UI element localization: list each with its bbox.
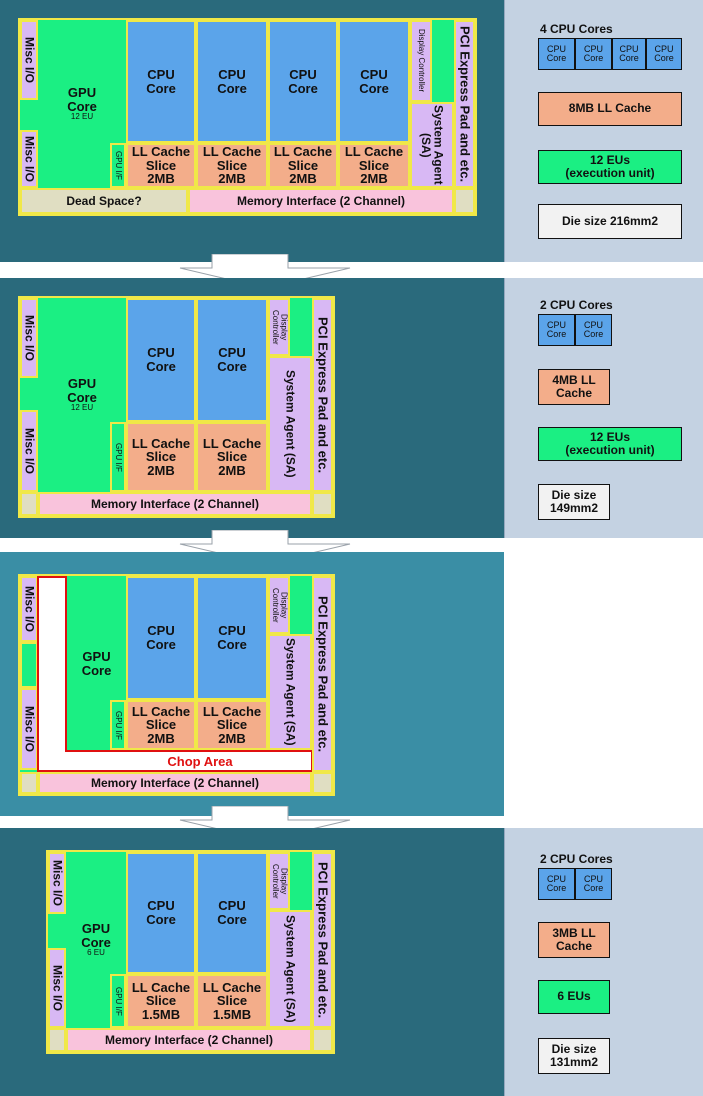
misc-io-bottom: Misc I/O	[48, 948, 66, 1028]
memory-interface: Memory Interface (2 Channel)	[188, 188, 454, 214]
corner-pad	[312, 492, 333, 516]
legend-die-size: Die size 216mm2	[538, 204, 682, 239]
legend-cores-title: 2 CPU Cores	[540, 852, 613, 866]
gpu-interface: GPU I/F	[110, 143, 126, 188]
system-agent: System Agent (SA)	[268, 356, 312, 492]
gpu-interface: GPU I/F	[110, 974, 126, 1028]
misc-io-bottom: Misc I/O	[20, 410, 38, 492]
legend-eus: 12 EUs(execution unit)	[538, 150, 682, 184]
legend-eus: 12 EUs(execution unit)	[538, 427, 682, 461]
misc-io-bottom: Misc I/O	[20, 688, 38, 770]
corner-pad	[20, 772, 38, 794]
gpu-interface: GPU I/F	[110, 422, 126, 492]
corner-pad	[454, 188, 475, 214]
memory-interface: Memory Interface (2 Channel)	[66, 1028, 312, 1052]
misc-io-top: Misc I/O	[20, 20, 38, 100]
misc-io-bottom: Misc I/O	[20, 130, 38, 188]
gpu-strip	[20, 642, 38, 688]
legend-eus: 6 EUs	[538, 980, 610, 1014]
chop-area-inner	[65, 576, 67, 752]
system-agent: System Agent (SA)	[268, 634, 312, 750]
misc-io-top: Misc I/O	[20, 576, 38, 642]
chop-area	[37, 576, 67, 772]
corner-pad	[20, 492, 38, 516]
memory-interface: Memory Interface (2 Channel)	[38, 492, 312, 516]
gpu-interface: GPU I/F	[110, 700, 126, 750]
display-controller: Display Controller	[268, 576, 290, 634]
display-controller: Display Controller	[410, 20, 432, 102]
memory-interface: Memory Interface (2 Channel)	[38, 772, 312, 794]
pci-express-pad: PCI Express Pad and etc.	[312, 298, 333, 492]
chop-area-label: Chop Area	[167, 754, 233, 769]
chop-area-inner-h	[65, 750, 313, 752]
corner-pad	[48, 1028, 66, 1052]
dead-space: Dead Space?	[20, 188, 188, 214]
pci-express-pad: PCI Express Pad and etc.	[454, 20, 475, 188]
legend-cores-title: 4 CPU Cores	[540, 22, 613, 36]
system-agent: System Agent (SA)	[410, 102, 454, 188]
corner-pad	[312, 1028, 333, 1052]
legend-cache: 8MB LL Cache	[538, 92, 682, 126]
system-agent: System Agent (SA)	[268, 910, 312, 1028]
legend-cores-title: 2 CPU Cores	[540, 298, 613, 312]
pci-express-pad: PCI Express Pad and etc.	[312, 852, 333, 1028]
display-controller: Display Controller	[268, 298, 290, 356]
misc-io-top: Misc I/O	[20, 298, 38, 378]
corner-pad	[312, 772, 333, 794]
display-controller: Display Controller	[268, 852, 290, 910]
misc-io-top: Misc I/O	[48, 852, 66, 914]
pci-express-pad: PCI Express Pad and etc.	[312, 576, 333, 772]
